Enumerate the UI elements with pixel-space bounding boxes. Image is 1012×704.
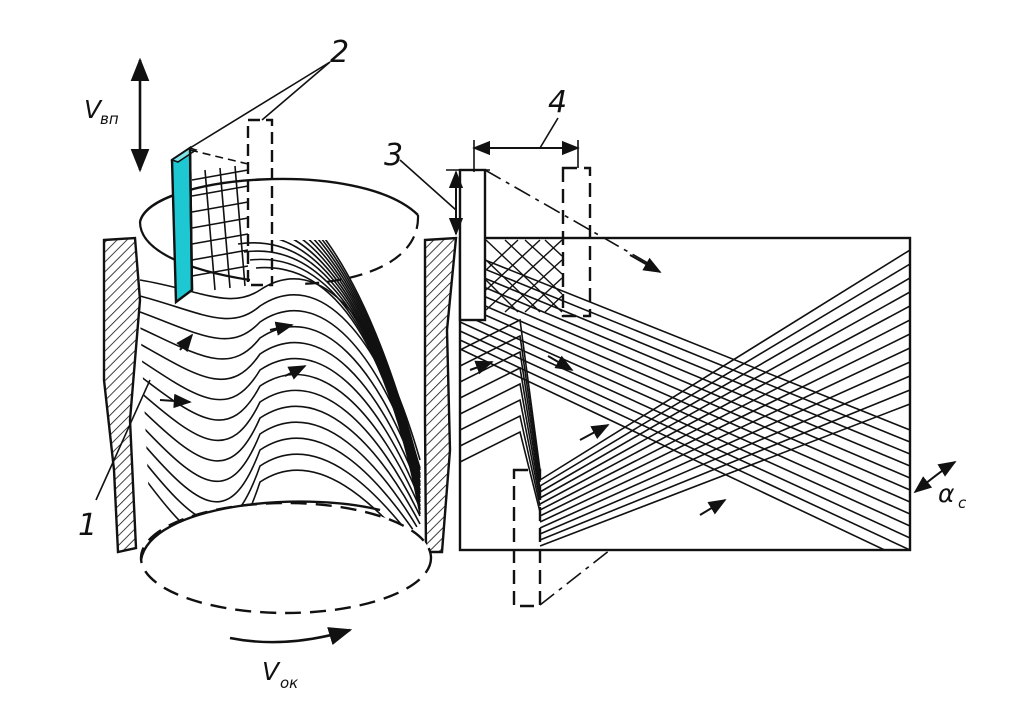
surface-trace-line	[539, 249, 910, 481]
surface-trace-line	[539, 361, 910, 529]
v-vp-label: V	[84, 95, 103, 124]
cylinder-trace-line	[139, 437, 421, 541]
surface-trace-line	[460, 285, 910, 479]
surface-trace-line	[460, 366, 541, 489]
v-vp-subscript: вп	[100, 110, 119, 128]
surface-trace-line	[539, 277, 910, 493]
cylinder-trace-line	[139, 325, 421, 485]
v-ok-arrow-icon	[229, 627, 353, 646]
surface-trace-line	[460, 430, 541, 513]
surface-trace-line	[460, 258, 910, 443]
surface-trace-line	[539, 389, 910, 541]
surface-trace-line	[539, 263, 910, 487]
cylinder-trace-line	[139, 310, 421, 477]
cylinder-trace-line	[139, 294, 421, 469]
honing-stone	[170, 145, 194, 305]
callout-1: 1	[78, 508, 97, 543]
alpha-label: α	[938, 479, 955, 508]
cylinder-trace-line	[139, 357, 421, 501]
surface-trace-line	[460, 267, 910, 455]
surface-trace-line	[460, 303, 910, 503]
surface-trace-line	[460, 249, 910, 431]
surface-trace-line	[460, 294, 910, 491]
cylinder-trace-line	[189, 240, 421, 471]
surface-trace-line	[460, 348, 887, 550]
cylinder-trace-line	[139, 373, 421, 509]
cylinder-trace-line	[139, 341, 421, 493]
surface-trace-line	[460, 276, 910, 467]
surface-trace-line	[460, 312, 910, 515]
surface-trace-line	[460, 382, 541, 495]
surface-trace-line	[539, 305, 910, 505]
surface-trace-line	[460, 330, 910, 539]
cylinder-trace-line	[201, 240, 421, 479]
surface-trace-line	[460, 414, 541, 507]
cylinder-view	[95, 57, 458, 646]
v-ok-label: V	[262, 657, 281, 686]
callout-4: 4	[548, 85, 567, 120]
surface-trace-line	[539, 319, 910, 511]
surface-trace-line	[539, 333, 910, 517]
cylinder-wall-left	[102, 236, 142, 554]
cylinder-trace-line	[139, 389, 421, 517]
surface-trace-line	[539, 291, 910, 499]
callout-2: 2	[330, 35, 349, 70]
cylinder-trace-line	[195, 240, 421, 475]
surface-trace-line	[460, 398, 541, 501]
cylinder-wall-right	[423, 236, 458, 554]
surface-trace-line	[460, 339, 910, 550]
surface-trace-line	[460, 321, 910, 527]
surface-trace-line	[460, 334, 541, 477]
surface-trace-line	[539, 347, 910, 523]
cylinder-trace-line	[255, 266, 421, 515]
unrolled-view	[399, 117, 957, 608]
surface-trace-line	[460, 318, 541, 471]
cylinder-trace-line	[139, 421, 421, 533]
v-ok-subscript: ок	[280, 674, 298, 692]
cylinder-trace-line	[207, 240, 421, 483]
cylinder-trace-line	[139, 405, 421, 525]
surface-trace-line	[539, 403, 910, 547]
alpha-subscript: с	[958, 494, 967, 512]
callout-3: 3	[384, 138, 403, 173]
surface-trace-line	[539, 375, 910, 535]
unrolled-surface	[458, 236, 912, 552]
cylinder-top-ellipse	[138, 177, 419, 223]
cylinder-trace-line	[139, 453, 421, 549]
